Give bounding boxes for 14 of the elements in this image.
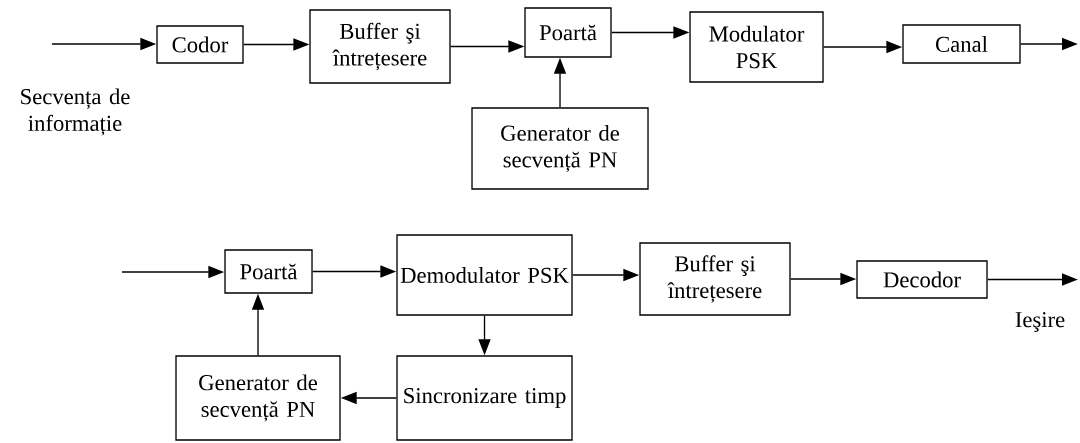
- signal-label: Ieşire: [1015, 312, 1065, 332]
- process-box: Decodor: [856, 260, 988, 299]
- process-box: Canal: [902, 24, 1021, 64]
- process-box: Buffer şi întrețesere: [309, 9, 451, 84]
- signal-label: Secvența de informație: [21, 88, 130, 136]
- process-box: Poartă: [524, 7, 612, 58]
- process-box: Modulator PSK: [689, 11, 824, 83]
- process-box: Generator de secvență PN: [471, 107, 649, 190]
- process-box: Generator de secvență PN: [175, 355, 341, 441]
- process-box: Codor: [156, 25, 244, 64]
- process-box: Buffer şi întrețesere: [639, 242, 791, 316]
- process-box: Sincronizare timp: [396, 355, 573, 441]
- process-box: Demodulator PSK: [396, 234, 573, 316]
- process-box: Poartă: [224, 249, 313, 294]
